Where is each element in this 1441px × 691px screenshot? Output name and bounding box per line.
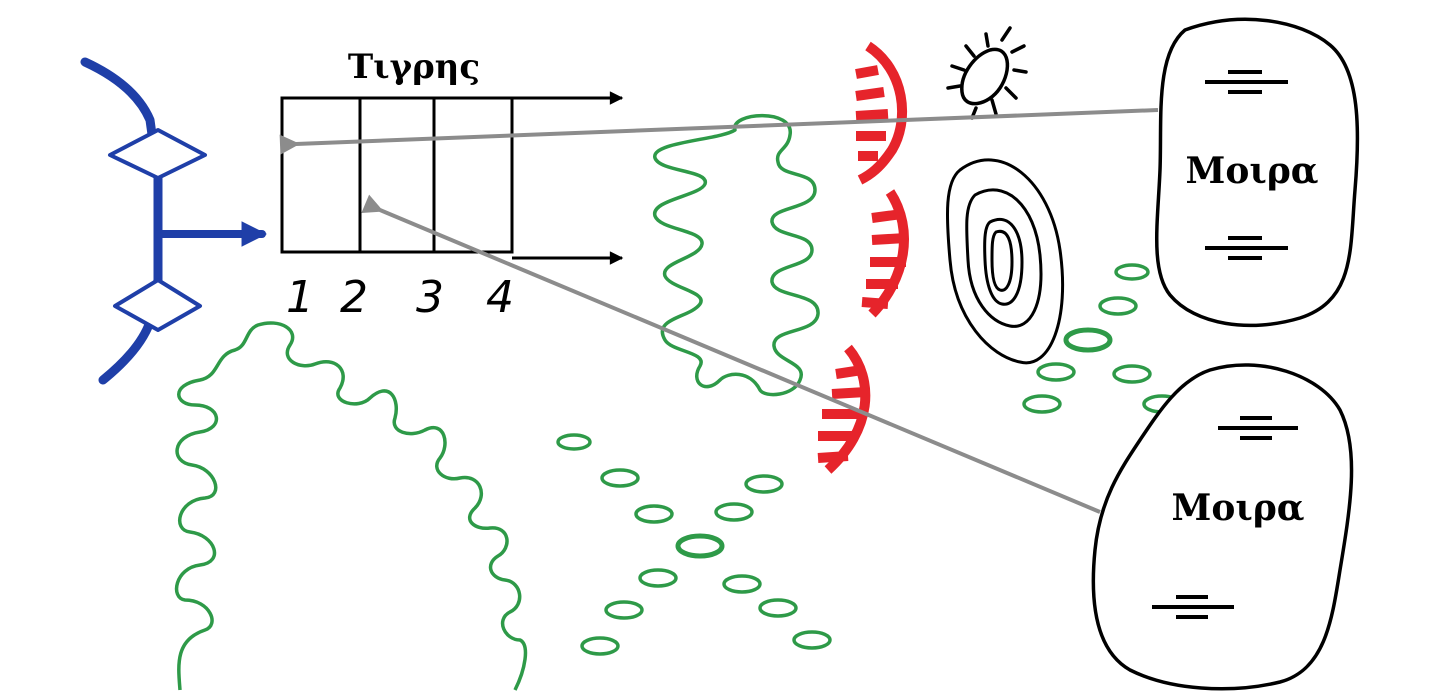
- panel-lower: Μοιρα: [1091, 363, 1354, 691]
- panel-lower-symbol-top: [1218, 416, 1298, 440]
- column-number-2: 2: [340, 272, 368, 323]
- panel-upper: Μοιρα: [1155, 17, 1360, 328]
- column-number-4: 4: [486, 272, 514, 323]
- column-number-1: 1: [286, 272, 314, 323]
- red-comb-icon: [817, 41, 909, 474]
- panel-upper-symbol-bottom: [1205, 236, 1288, 260]
- pointer-line-upper: [279, 108, 1159, 155]
- pointer-lines: [279, 108, 1159, 514]
- grid-box: [280, 91, 624, 265]
- green-oval-cluster-right: [1022, 263, 1182, 414]
- concentric-oval-icon: [945, 158, 1065, 365]
- green-strand-upper: [653, 113, 820, 397]
- diagram-title: Τιγρης: [348, 47, 480, 87]
- panel-upper-label: Μοιρα: [1186, 150, 1319, 192]
- bug-icon: [946, 26, 1028, 120]
- panel-lower-label: Μοιρα: [1172, 487, 1305, 529]
- green-strand-lower: [174, 321, 528, 691]
- panel-upper-symbol-top: [1205, 70, 1288, 94]
- panel-lower-symbol-bottom: [1152, 595, 1234, 619]
- blue-branch-icon: [80, 57, 268, 385]
- green-oval-cluster-bottom: [556, 433, 832, 656]
- pointer-line-lower: [361, 194, 1101, 514]
- column-number-3: 3: [416, 272, 444, 323]
